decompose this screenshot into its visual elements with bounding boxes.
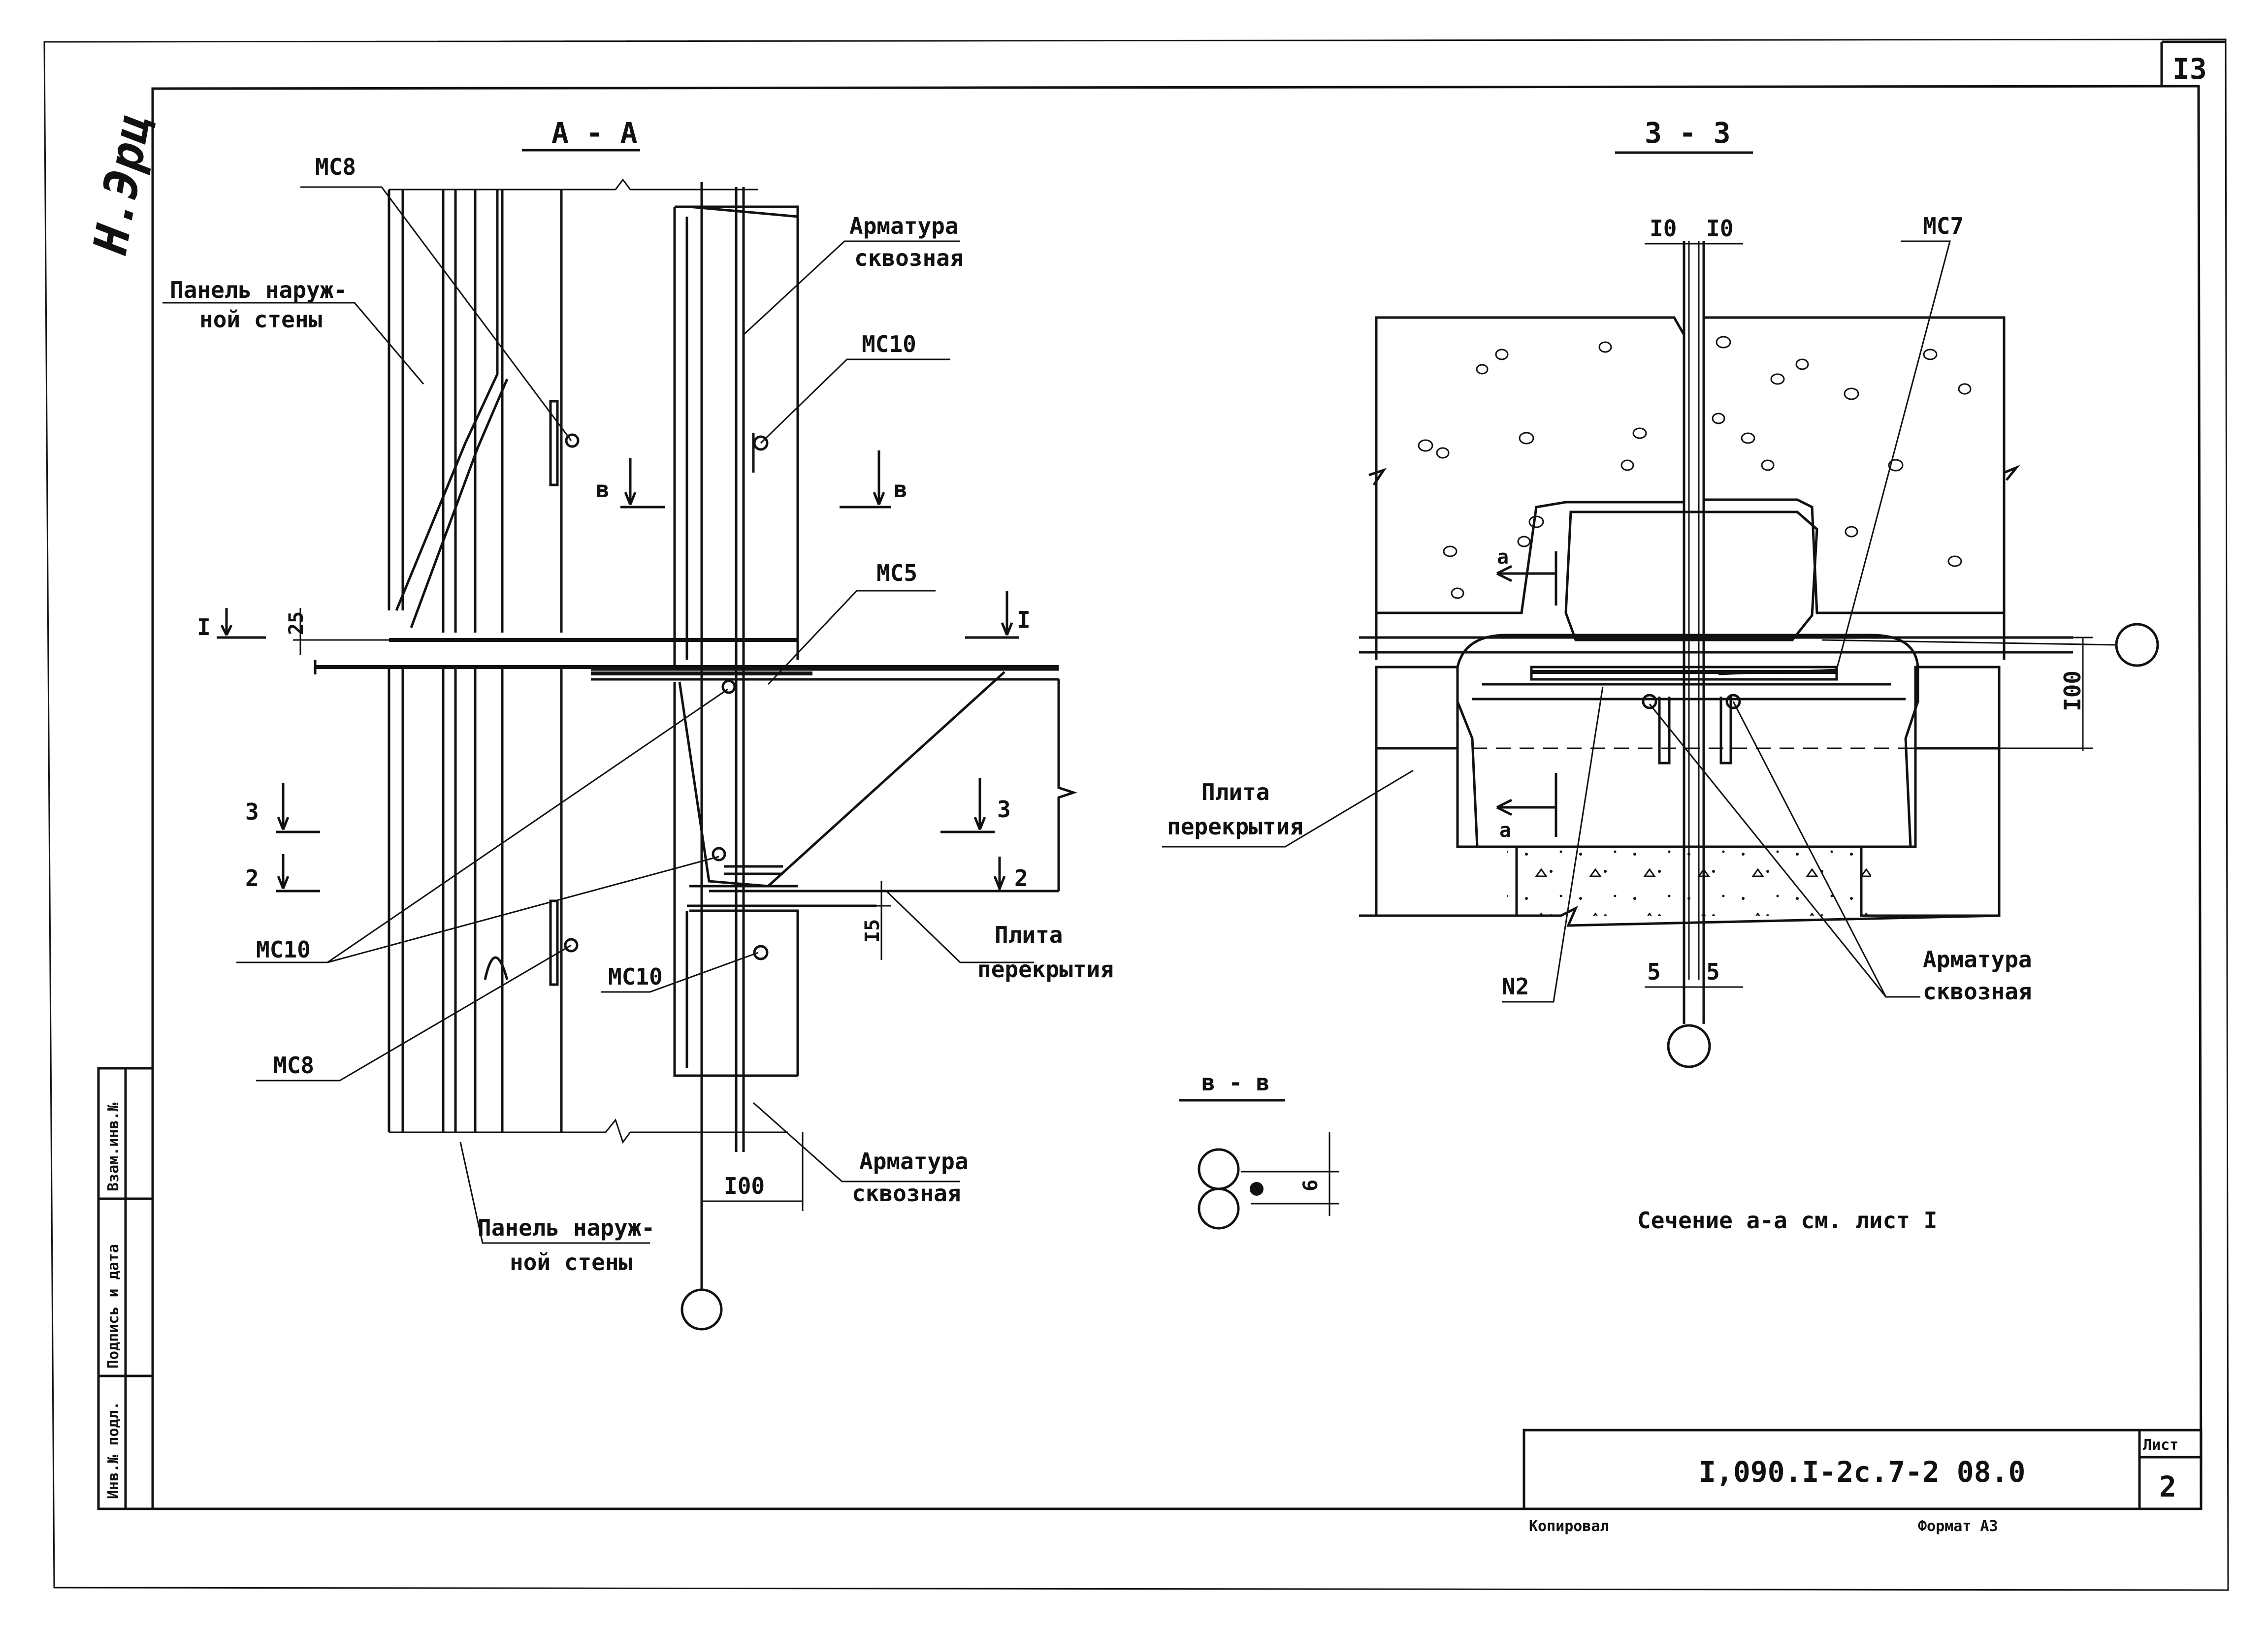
svg-text:I0: I0 [1706,215,1733,242]
weld-seam [1250,1182,1264,1196]
view-33: 3 - 3 [1162,116,2159,1068]
svg-text:25: 25 [285,611,308,635]
svg-text:3: 3 [997,796,1011,823]
label-a-bottom: а [1499,819,1511,842]
axis-bubble-33-right [2115,623,2159,667]
label-mc10-top: МС10 [862,331,916,357]
svg-text:I: I [197,614,211,640]
svg-text:I: I [1017,607,1031,633]
label-rebar-33-1: Арматура [1923,946,2032,973]
signature: Н.Эрц [83,110,161,258]
corner-number: I3 [2172,52,2207,86]
axis-bubble-33-bottom [1667,1024,1711,1068]
rebar-bar-bottom [1198,1187,1240,1230]
svg-text:2: 2 [1014,865,1028,892]
format-label: Формат А3 [1918,1518,1998,1535]
label-n2: N2 [1502,973,1529,1000]
label-mc7: МС7 [1923,213,1964,239]
svg-text:3: 3 [245,798,259,825]
view-aa-title: А - А [551,116,638,150]
cut-marks-aa: I I в в 3 3 2 2 [197,450,1031,893]
section-note: Сечение а-а см. лист I [1637,1207,1937,1234]
rebar-bar-top [1198,1148,1240,1190]
svg-text:I0: I0 [1650,215,1677,242]
label-rebar-bot-1: Арматура [859,1148,969,1175]
label-mc8-bottom: МС8 [273,1052,314,1079]
view-33-title: 3 - 3 [1645,116,1731,150]
view-vv: в - в 6 [1179,1069,1339,1230]
svg-text:I5: I5 [861,919,884,943]
label-slab-33-2: перекрытия [1167,813,1303,840]
axis-bubble-aa [680,1288,723,1331]
dims-33: I0 I0 5 5 I00 [1645,215,2093,988]
svg-text:5: 5 [1706,958,1720,985]
label-slab-1: Плита [995,922,1063,948]
label-mc10-mid: МС10 [608,963,663,990]
stamp-inv: Инв.№ подл. [105,1401,122,1499]
label-panel-top-2: ной стены [199,306,322,333]
svg-text:I00: I00 [724,1173,765,1199]
svg-text:5: 5 [1647,958,1661,985]
label-slab-2: перекрытия [977,956,1114,983]
view-aa: А - А [162,116,1114,1331]
stamp-sign-date: Подпись и дата [105,1244,122,1369]
label-a-top: а [1497,546,1509,569]
label-panel-bot-2: ной стены [510,1249,632,1276]
svg-text:I00: I00 [2059,670,2086,711]
left-stamp: Инв.№ подл. Подпись и дата Взам.инв.№ [97,1067,154,1510]
svg-text:2: 2 [245,865,259,892]
copied-label: Копировал [1529,1518,1609,1535]
sheet-label: Лист [2143,1436,2178,1454]
label-rebar-top-1: Арматура [849,213,959,239]
label-mc8-top: МС8 [315,154,356,180]
label-panel-bot-1: Панель наруж- [478,1214,655,1241]
dims-aa: 25 I5 I00 [285,608,891,1211]
aggregate-upper-left [1418,341,1647,599]
dim-vv: 6 [1299,1180,1322,1191]
drawing-code: I,090.I-2c.7-2 08.0 [1699,1455,2025,1489]
label-mc5: МС5 [876,560,917,586]
label-slab-33-1: Плита [1201,779,1269,805]
view-vv-title: в - в [1201,1069,1269,1096]
title-block [1523,1429,2203,1510]
svg-text:в: в [596,476,610,503]
sheet-number: 2 [2159,1470,2176,1503]
label-rebar-bot-2: сквозная [852,1180,961,1207]
label-rebar-top-2: сквозная [854,245,964,271]
label-rebar-33-2: сквозная [1923,978,2032,1005]
svg-text:в: в [894,476,907,503]
label-panel-top-1: Панель наруж- [170,277,347,303]
stamp-replace-inv: Взам.инв.№ [105,1102,122,1191]
sheet-frame [43,38,2229,1591]
aggregate-upper-right [1712,336,1972,567]
label-mc10-left: МС10 [256,936,311,963]
